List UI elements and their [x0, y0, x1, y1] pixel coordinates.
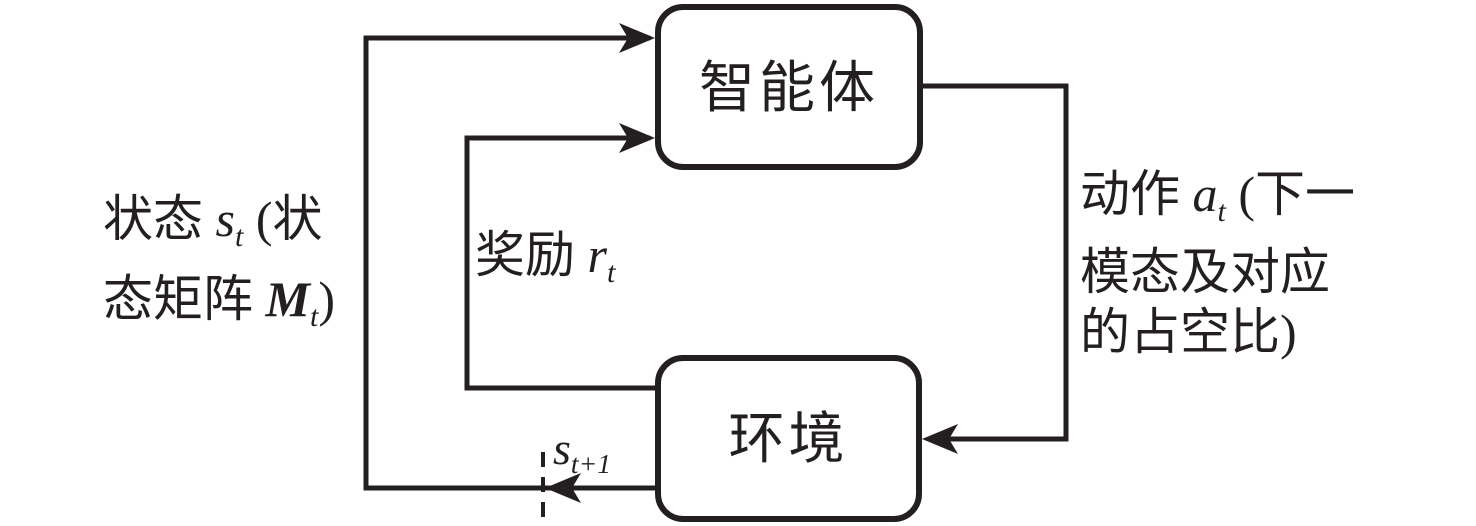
- action-label-line1: 动作 at (下一: [1080, 164, 1355, 242]
- reward-label-text: 奖励: [475, 227, 588, 283]
- state-label-line2: 态矩阵 Mt): [103, 268, 335, 348]
- agent-box: 智能体: [655, 4, 923, 170]
- state-label-paren-close: ): [318, 270, 335, 327]
- action-line: [923, 83, 1069, 442]
- action-label-paren-open: (下一: [1225, 166, 1355, 222]
- action-into-env-arrowhead-icon: [922, 424, 958, 454]
- state-label-text: 状态: [103, 191, 216, 247]
- action-variable: a: [1192, 166, 1218, 222]
- action-label-text: 动作: [1080, 166, 1193, 222]
- next-state-subscript: t+1: [570, 448, 611, 480]
- reward-variable-subscript: t: [606, 255, 616, 289]
- action-label-line3: 的占空比): [1080, 303, 1297, 360]
- environment-box-label: 环境: [728, 409, 849, 471]
- action-label-line2: 模态及对应: [1080, 243, 1330, 300]
- reward-variable: r: [587, 227, 607, 283]
- next-state-arrowhead-icon: [545, 473, 581, 503]
- state-feedback-line: [363, 35, 655, 491]
- state-into-agent-arrowhead-icon: [619, 23, 655, 53]
- state-label-line1: 状态 st (状: [103, 188, 335, 268]
- action-label: 动作 at (下一 模态及对应 的占空比): [1080, 164, 1355, 362]
- reward-line: [464, 135, 655, 391]
- state-matrix-variable: M: [265, 270, 310, 327]
- environment-box: 环境: [655, 355, 922, 522]
- reward-into-agent-arrowhead-icon: [619, 123, 655, 153]
- next-state-variable: s: [553, 423, 571, 474]
- state-variable: s: [215, 191, 235, 247]
- reward-label: 奖励 rt: [475, 224, 615, 304]
- state-matrix-text: 态矩阵: [103, 270, 266, 327]
- state-matrix-subscript: t: [309, 299, 319, 333]
- agent-box-label: 智能体: [699, 57, 879, 120]
- state-label: 状态 st (状 态矩阵 Mt): [103, 188, 335, 348]
- state-label-paren-open: (状: [243, 191, 323, 247]
- action-variable-subscript: t: [1217, 194, 1226, 228]
- state-variable-subscript: t: [234, 219, 244, 253]
- next-state-label: st+1: [553, 424, 611, 489]
